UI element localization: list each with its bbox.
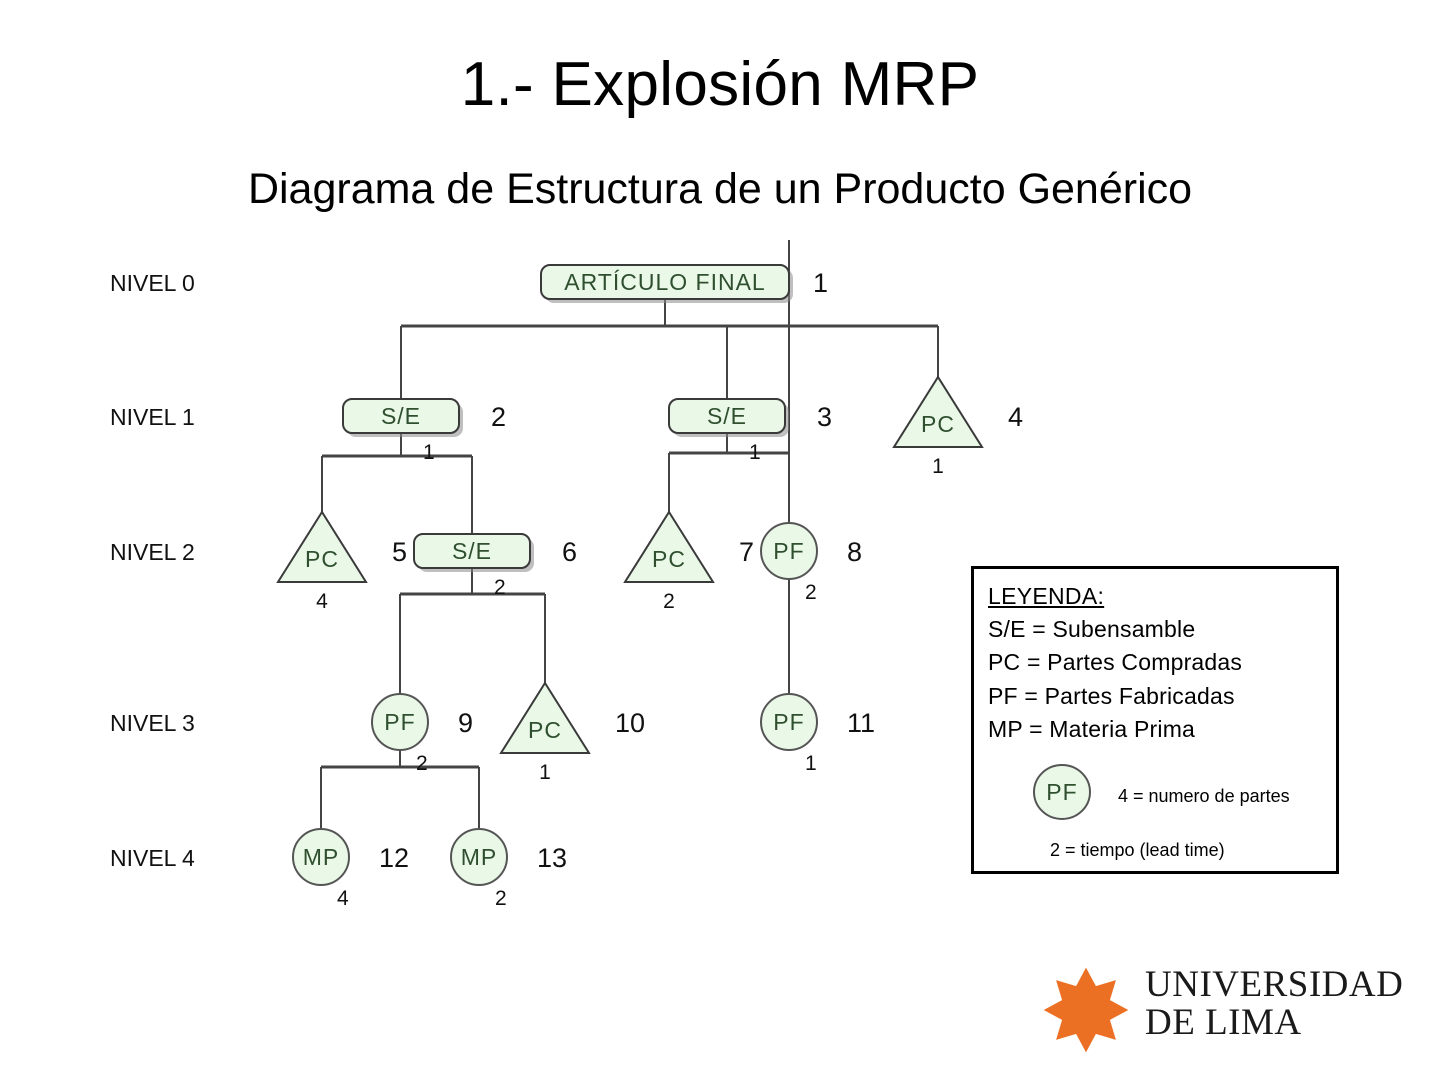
node-lead-time: 1 [805,752,817,775]
node-number: 10 [615,708,645,738]
level-label: NIVEL 4 [110,845,195,871]
node-shape-rect [540,264,790,300]
node-number: 1 [813,268,828,298]
node-number: 9 [458,708,473,738]
tree-node[interactable]: PC 5 4 [276,510,407,613]
legend-item-se: S/E = Subensamble [988,616,1196,642]
node-label: MP [461,844,498,870]
node-lead-time: 2 [416,752,428,775]
node-lead-time: 1 [423,441,435,464]
node-number: 3 [817,402,832,432]
node-label: S/E [452,538,492,564]
university-logo: UNIVERSIDAD DE LIMA [1040,962,1410,1062]
legend-box: LEYENDA: S/E = Subensamble PC = Partes C… [971,566,1339,874]
node-shape-rect [342,398,460,434]
node-number: 7 [739,537,754,567]
node-label: ARTÍCULO FINAL [564,269,765,295]
legend-sample-node-icon: PF [1033,764,1091,821]
star-flower-icon [1043,967,1129,1053]
node-number: 8 [847,537,862,567]
node-shape-circle [760,693,818,751]
tree-node[interactable]: PC 10 1 [499,681,645,784]
node-lead-time: 1 [749,441,761,464]
tree-node[interactable]: S/E 2 1 [342,398,506,464]
node-lead-time: 2 [495,887,507,910]
node-number: 13 [537,843,567,873]
tree-node[interactable]: PF 8 2 [760,522,862,604]
node-label: S/E [381,403,421,429]
node-lead-time: 2 [494,576,506,599]
node-number: 4 [1008,402,1023,432]
node-shape-triangle [276,510,368,583]
tree-node[interactable]: MP 12 4 [292,828,409,910]
logo-wordmark: UNIVERSIDAD DE LIMA [1145,964,1404,1044]
node-shape-rect [668,398,786,434]
level-label: NIVEL 2 [110,539,195,565]
logo-line-2: DE LIMA [1145,1002,1302,1044]
logo-line-1: UNIVERSIDAD [1145,964,1404,1005]
tree-node[interactable]: S/E 6 2 [413,533,577,599]
node-lead-time: 1 [539,761,551,784]
node-shape-circle [450,828,508,886]
tree-node[interactable]: ARTÍCULO FINAL 1 [540,264,828,303]
logo-petal [1056,980,1088,1012]
node-label: S/E [707,403,747,429]
tree-node[interactable]: PC 4 1 [892,375,1023,478]
node-shape-circle [760,522,818,580]
legend-item-pc: PC = Partes Compradas [988,649,1243,676]
legend-time-note: 2 = tiempo (lead time) [1050,840,1225,861]
level-label: NIVEL 1 [110,404,195,430]
node-label: PF [384,709,415,735]
node-lead-time: 1 [932,455,944,478]
page-title: 1.- Explosión MRP [460,50,980,119]
node-label: PC [921,411,955,437]
node-shape-rect [413,533,531,569]
node-shape-triangle [499,681,591,754]
tree-node[interactable]: MP 13 2 [450,828,567,910]
node-label: PC [528,717,562,743]
node-lead-time: 4 [316,590,328,613]
legend-sample-node-label: PF [1046,779,1077,805]
node-number: 5 [392,537,407,567]
node-number: 6 [562,537,577,567]
tree-node[interactable]: PC 7 2 [623,510,754,613]
node-lead-time: 2 [663,590,675,613]
tree-node[interactable]: S/E 3 1 [668,398,832,464]
legend-item-pf: PF = Partes Fabricadas [988,682,1235,709]
node-label: PF [773,538,804,564]
legend-item-mp: MP = Materia Prima [988,716,1196,743]
node-lead-time: 4 [337,887,349,910]
node-number: 2 [491,402,506,432]
level-label: NIVEL 0 [110,270,195,296]
node-label: PC [305,546,339,572]
legend-sample: PF 4 = numero de partes 2 = tiempo (lead… [988,760,1336,870]
level-label: NIVEL 3 [110,710,195,736]
page-subtitle: Diagrama de Estructura de un Producto Ge… [247,165,1193,213]
node-label: PC [652,546,686,572]
tree-node[interactable]: PF 9 2 [371,693,473,775]
node-shape-circle [292,828,350,886]
legend-title: LEYENDA: [988,583,1105,609]
node-number: 11 [847,708,875,738]
legend-count-note: 4 = numero de partes [1118,786,1290,807]
level-labels: NIVEL 0 NIVEL 1 NIVEL 2 NIVEL 3 NIVEL 4 [110,270,195,871]
node-number: 12 [379,843,409,873]
node-lead-time: 2 [805,581,817,604]
node-shape-circle [371,693,429,751]
node-label: PF [773,709,804,735]
node-shape-triangle [623,510,715,583]
node-shape-triangle [892,375,984,448]
node-label: MP [303,844,340,870]
